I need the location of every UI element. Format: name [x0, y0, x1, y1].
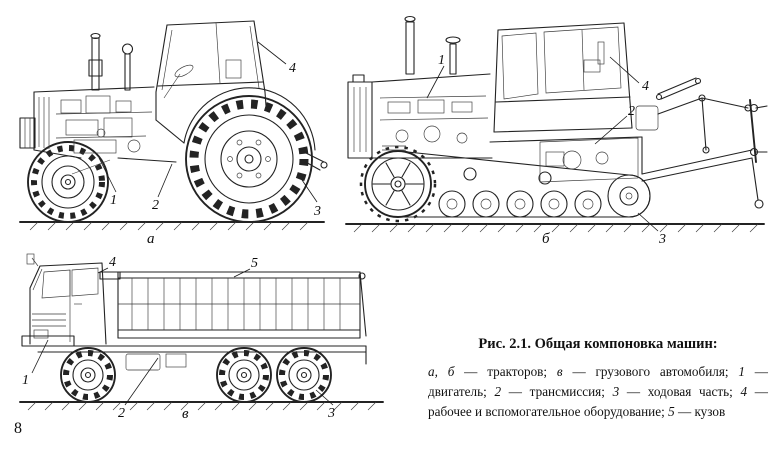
cab — [489, 22, 643, 175]
callout-4: 4 — [609, 56, 649, 94]
ground-line — [19, 221, 325, 231]
wheeled-tractor-drawing: 1 2 3 4 а — [19, 20, 328, 247]
callout-number: 2 — [628, 104, 635, 119]
callout-2: 2 — [118, 357, 159, 421]
callout-number: 3 — [313, 204, 321, 219]
callout-number: 2 — [118, 406, 125, 421]
rear-wheels — [216, 347, 332, 403]
callout-2: 2 — [594, 104, 635, 145]
callout-1: 1 — [22, 339, 49, 388]
dump-bed — [99, 271, 367, 339]
callout-3: 3 — [637, 212, 666, 247]
front-wheel — [27, 141, 111, 223]
callout-number: 5 — [251, 256, 258, 271]
callout-number: 1 — [110, 193, 117, 208]
callout-1: 1 — [98, 157, 117, 208]
rear-hitch — [301, 151, 328, 171]
dump-truck-drawing: 1 2 3 4 5 в — [19, 253, 384, 422]
ground-line — [19, 401, 384, 411]
chassis-frame — [37, 345, 367, 371]
callout-number: 1 — [22, 373, 29, 388]
figure-a-wheeled-tractor: 1 2 3 4 а — [6, 2, 336, 255]
rear-implement-linkage — [641, 77, 768, 209]
callout-number: 3 — [658, 232, 666, 247]
callout-4: 4 — [257, 41, 296, 76]
callout-number: 2 — [152, 198, 159, 213]
figure-b-crawler-tractor: 1 4 2 3 б — [340, 2, 772, 255]
figure-caption-title: Рис. 2.1. Общая компоновка машин: — [478, 336, 718, 352]
callout-5: 5 — [233, 256, 258, 278]
cab — [155, 20, 316, 151]
figure-caption-text: а, б — тракторов; в — грузового автомоби… — [428, 364, 768, 419]
callout-2: 2 — [152, 163, 173, 213]
track-assembly — [359, 145, 651, 223]
transmission-housing — [539, 105, 659, 183]
callout-1: 1 — [426, 53, 445, 99]
exhaust-pipe — [88, 32, 103, 91]
page-number: 8 — [14, 420, 22, 437]
callout-4: 4 — [97, 255, 116, 274]
figure-c-dump-truck: 1 2 3 4 5 в — [8, 252, 400, 433]
subfigure-letter-c: в — [182, 406, 189, 422]
figure-caption: Рис. 2.1. Общая компоновка машин: а, б —… — [428, 336, 768, 421]
callout-3: 3 — [315, 389, 335, 421]
rear-wheel — [185, 95, 313, 223]
front-wheel — [60, 347, 116, 403]
crawler-tractor-drawing: 1 4 2 3 б — [345, 15, 768, 247]
subfigure-letter-b: б — [542, 231, 550, 247]
exhaust-pipe — [404, 15, 416, 75]
engine-compartment — [347, 73, 493, 159]
air-intake — [445, 36, 461, 75]
callout-number: 3 — [327, 406, 335, 421]
callout-number: 1 — [438, 53, 445, 68]
engine-compartment — [19, 86, 177, 163]
callout-number: 4 — [642, 79, 649, 94]
cab — [21, 253, 107, 347]
callout-number: 4 — [289, 61, 296, 76]
subfigure-letter-a: а — [147, 231, 155, 247]
ground-line — [345, 223, 765, 233]
callout-number: 4 — [109, 255, 116, 270]
air-intake — [121, 43, 134, 91]
callout-3: 3 — [301, 179, 321, 219]
